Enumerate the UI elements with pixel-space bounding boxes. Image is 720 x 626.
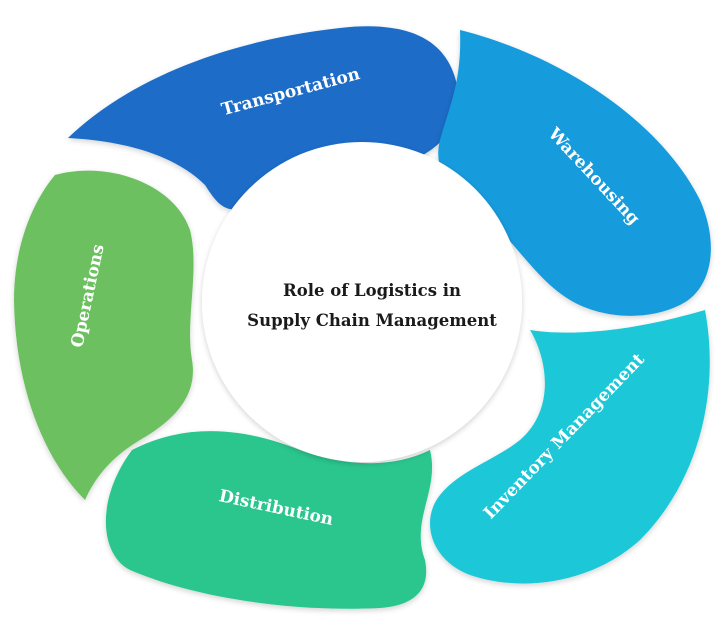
center-circle [202,142,522,462]
segment-operations [14,170,194,500]
center-title-line1: Role of Logistics in [283,281,461,300]
segment-distribution [105,431,433,609]
segment-inventory-management [430,310,710,584]
segment-warehousing [438,30,711,316]
center-title-line2: Supply Chain Management [247,311,497,330]
